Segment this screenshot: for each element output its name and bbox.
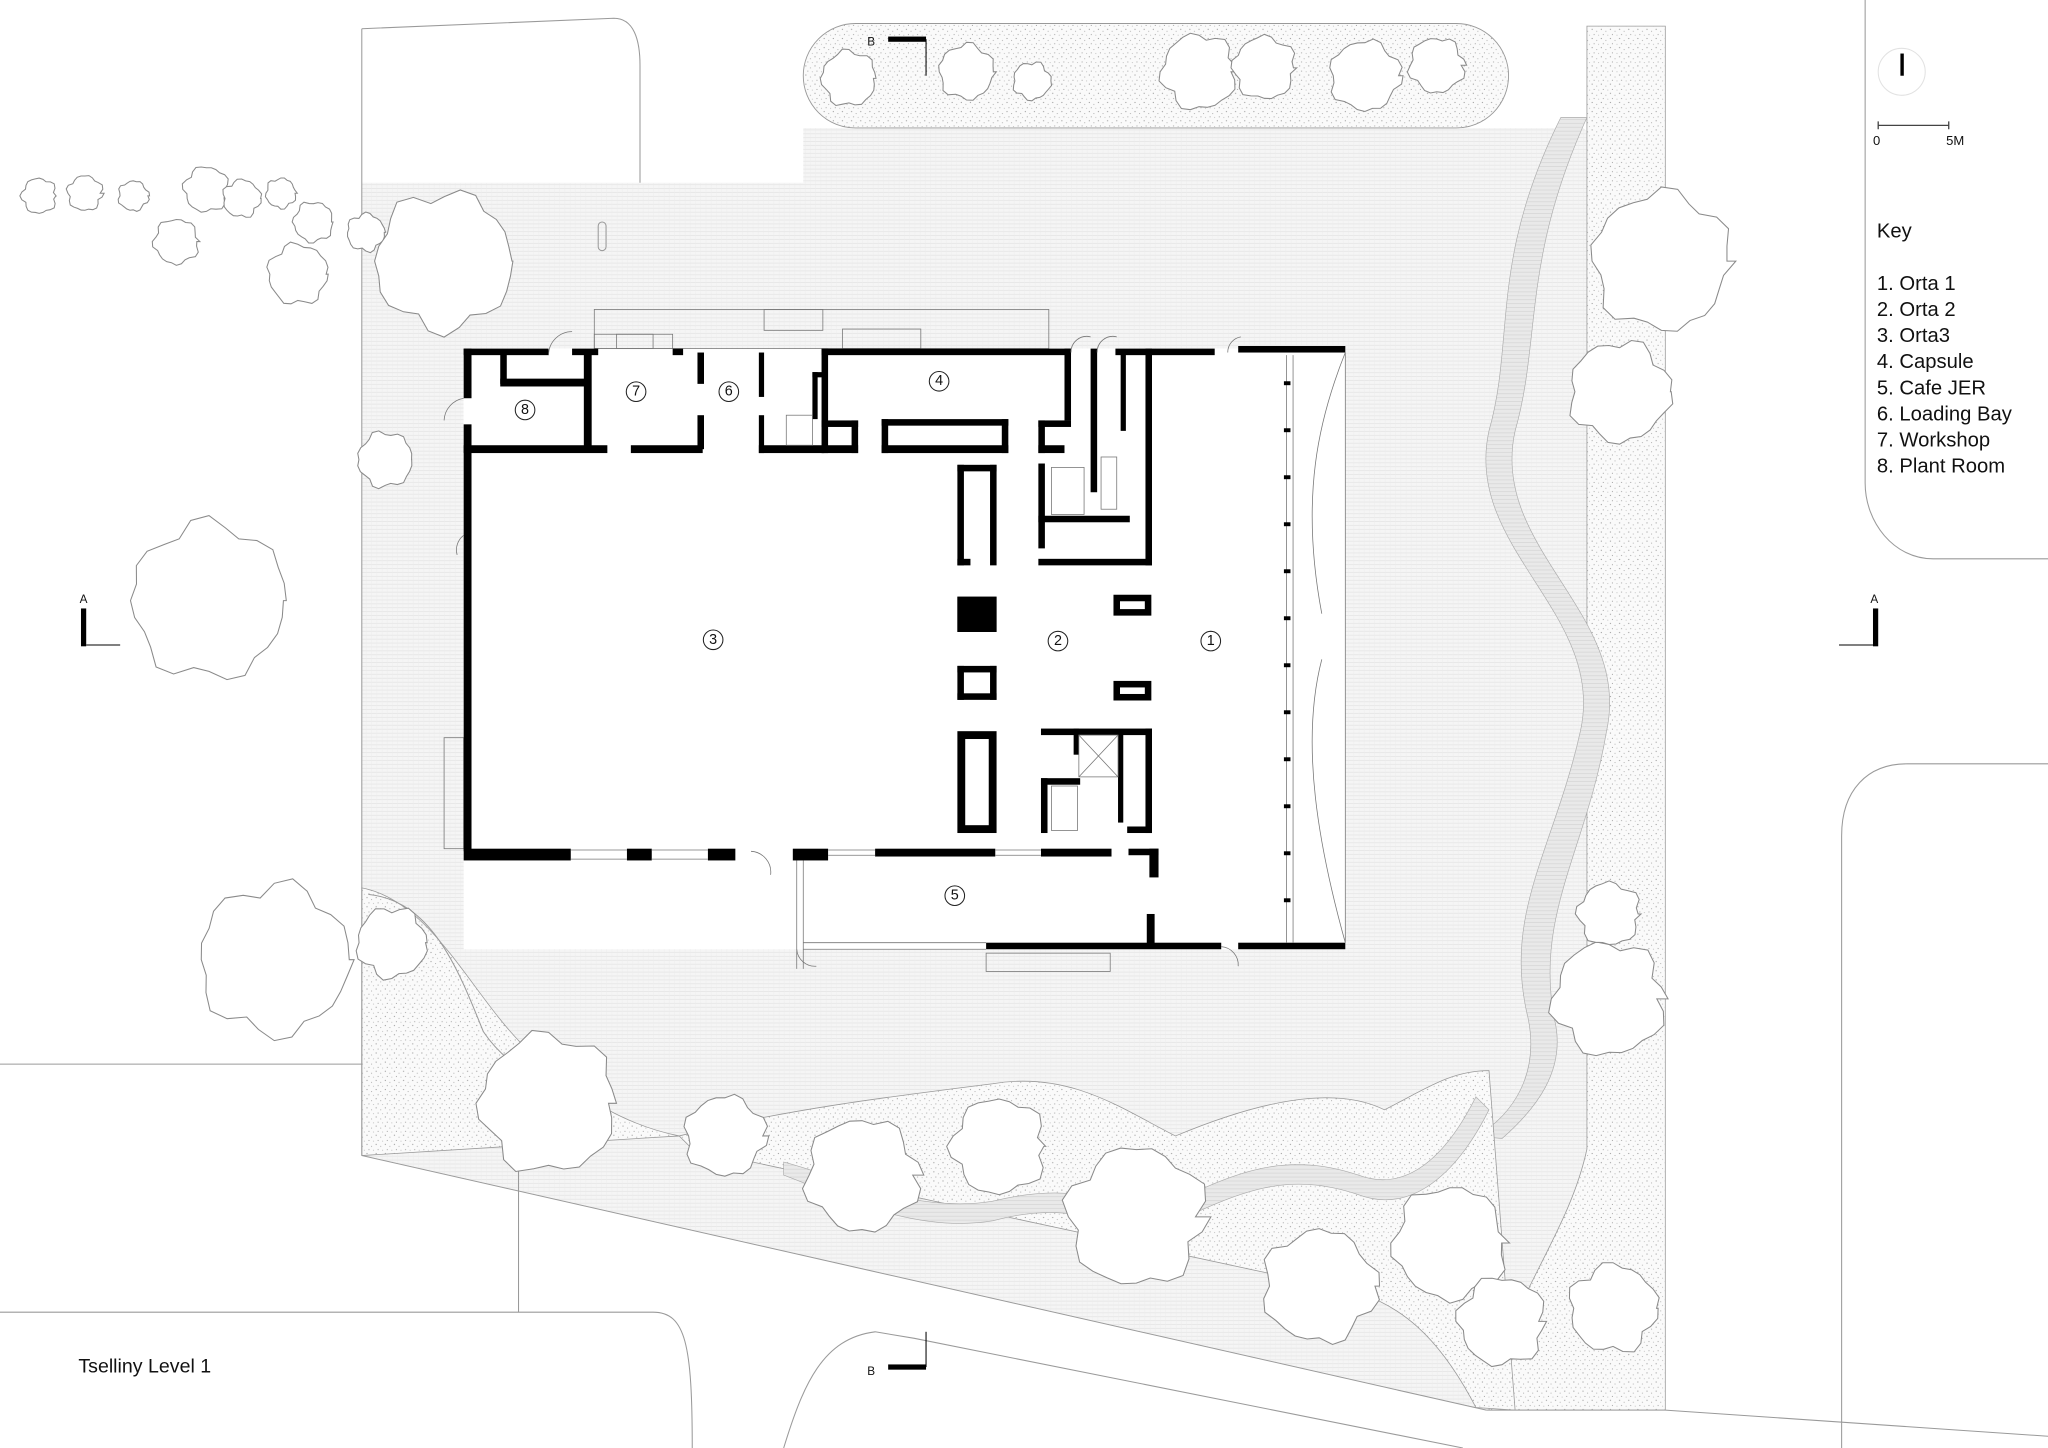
key-item: 2. Orta 2 xyxy=(1877,299,1956,321)
svg-text:0: 0 xyxy=(1873,133,1880,148)
mullion xyxy=(1283,428,1291,433)
key-item: 4. Capsule xyxy=(1877,351,1974,373)
room-label-7: 7 xyxy=(625,381,647,403)
svg-text:B: B xyxy=(867,1365,875,1378)
svg-text:6: 6 xyxy=(725,384,733,400)
tree-canopy xyxy=(475,1029,618,1173)
mullion xyxy=(1283,851,1291,856)
tree-canopy xyxy=(129,515,287,681)
mullion xyxy=(1283,804,1291,809)
mullion xyxy=(1283,381,1291,386)
tree-canopy xyxy=(266,241,329,305)
key: Key 1. Orta 1 2. Orta 2 3. Orta3 4. Caps… xyxy=(1877,221,2013,478)
mullion xyxy=(1283,898,1291,903)
room-label-2: 2 xyxy=(1047,630,1069,652)
svg-text:A: A xyxy=(1870,593,1878,606)
tree-canopy xyxy=(19,177,58,214)
tree-canopy xyxy=(1158,32,1239,111)
tree-canopy xyxy=(65,175,105,211)
svg-text:1: 1 xyxy=(1207,633,1215,649)
tree-canopy xyxy=(819,48,877,107)
tree-canopy xyxy=(683,1093,770,1177)
tree-canopy xyxy=(1263,1228,1381,1346)
room-label-4: 4 xyxy=(928,370,950,392)
key-item: 8. Plant Room xyxy=(1877,456,2005,478)
tree-canopy xyxy=(1548,941,1669,1057)
drawing-title: Tselliny Level 1 xyxy=(78,1355,211,1377)
svg-text:4: 4 xyxy=(935,373,943,389)
section-marker-b-bottom: B xyxy=(867,1331,927,1378)
svg-text:7: 7 xyxy=(632,384,640,400)
doors xyxy=(443,331,1241,967)
mullion xyxy=(1283,710,1291,715)
tree-canopy xyxy=(357,430,413,490)
tree-canopy xyxy=(291,201,334,244)
mullion xyxy=(1283,757,1291,762)
room-label-8: 8 xyxy=(514,399,536,421)
tree-canopy xyxy=(222,178,263,218)
tree-canopy xyxy=(1455,1277,1548,1368)
tree-canopy xyxy=(181,166,231,213)
tree-canopy xyxy=(1061,1147,1212,1285)
svg-text:5M: 5M xyxy=(1946,133,1964,148)
tree-canopy xyxy=(200,878,355,1042)
north-arrow xyxy=(1877,47,1926,96)
section-marker-a-right: A xyxy=(1839,593,1878,647)
top-planter xyxy=(802,23,1510,129)
key-item: 3. Orta3 xyxy=(1877,325,1950,347)
section-marker-a-left: A xyxy=(80,593,121,647)
trees xyxy=(19,32,1737,1368)
tree-canopy xyxy=(1230,33,1299,100)
tree-canopy xyxy=(1012,61,1053,102)
mullion xyxy=(1283,569,1291,574)
section-marker-b-top: B xyxy=(867,36,927,76)
building-plan: 8 7 6 4 3 2 1 5 xyxy=(443,309,1346,972)
tree-canopy xyxy=(1406,38,1468,94)
tree-canopy xyxy=(347,211,387,254)
mullion xyxy=(1283,663,1291,668)
tree-canopy xyxy=(1569,339,1674,445)
svg-text:3: 3 xyxy=(709,632,717,648)
room-label-3: 3 xyxy=(702,629,724,651)
svg-text:A: A xyxy=(80,593,88,606)
tree-canopy xyxy=(946,1098,1047,1196)
svg-text:8: 8 xyxy=(521,402,529,418)
bottom-stream xyxy=(783,1096,1490,1235)
svg-text:B: B xyxy=(867,36,875,49)
glazing-mullions xyxy=(1283,381,1291,903)
key-item: 5. Cafe JER xyxy=(1877,377,1986,399)
mullion xyxy=(1283,475,1291,480)
tree-canopy xyxy=(1574,880,1643,946)
tree-canopy xyxy=(1329,38,1404,113)
tree-canopy xyxy=(1568,1262,1660,1353)
mullion xyxy=(1283,616,1291,621)
stairs xyxy=(616,333,1118,831)
key-item: 1. Orta 1 xyxy=(1877,273,1956,295)
tree-canopy xyxy=(1590,186,1737,332)
tree-canopy xyxy=(801,1120,925,1233)
scale-bar: 0 5M xyxy=(1873,121,1964,148)
tree-canopy xyxy=(355,907,428,981)
key-item: 7. Workshop xyxy=(1877,430,1990,452)
tree-canopy xyxy=(117,180,151,212)
key-item: 6. Loading Bay xyxy=(1877,403,2013,425)
svg-text:2: 2 xyxy=(1054,633,1062,649)
tree-canopy xyxy=(151,218,202,266)
walls xyxy=(463,346,1346,969)
tree-canopy xyxy=(1390,1187,1511,1304)
stream-channel xyxy=(1474,117,1610,1139)
mullion xyxy=(1283,522,1291,527)
room-label-1: 1 xyxy=(1200,630,1222,652)
tree-canopy xyxy=(374,189,514,338)
tree-canopy xyxy=(938,41,998,101)
key-heading: Key xyxy=(1877,221,1913,243)
room-label-6: 6 xyxy=(718,381,740,403)
room-label-5: 5 xyxy=(944,885,966,907)
svg-text:5: 5 xyxy=(951,888,959,904)
tree-canopy xyxy=(264,177,299,210)
